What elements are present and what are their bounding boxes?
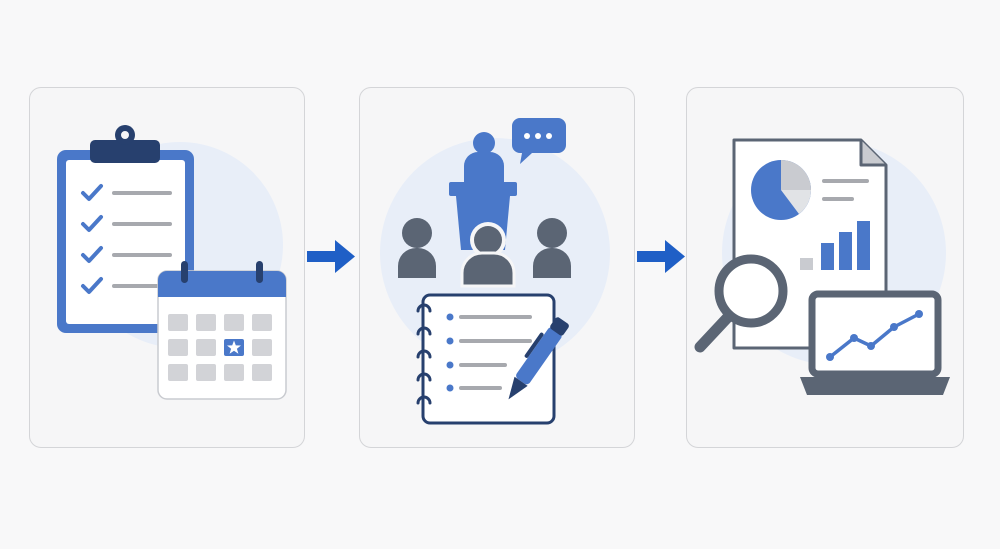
star-icon [227, 340, 241, 354]
step-panel-analysis [686, 87, 964, 448]
line-chart-icon [826, 310, 923, 361]
notebook-line [459, 315, 532, 390]
audience-person-right [533, 218, 571, 278]
bar-chart-icon [800, 221, 870, 270]
calendar-day-cell [168, 314, 272, 381]
presenter-icon [464, 132, 504, 184]
pie-chart-icon [751, 160, 811, 220]
planning-illustration [57, 125, 287, 400]
meeting-illustration [380, 118, 610, 425]
notebook-ring [416, 303, 432, 405]
calendar-icon [157, 261, 287, 400]
arrow-right-icon [637, 240, 685, 273]
step-panel-planning [29, 87, 305, 448]
document-text-line [822, 179, 869, 201]
audience-person-center [460, 222, 516, 288]
checklist-line [112, 191, 172, 288]
checklist-checkmark-icon [81, 184, 103, 294]
magnifier-icon [694, 254, 788, 353]
step-panel-meeting [359, 87, 635, 448]
pen-icon [508, 317, 569, 400]
speech-bubble-icon [512, 118, 566, 164]
arrow-right-icon [307, 240, 355, 273]
analysis-illustration [694, 138, 950, 395]
notebook-icon [416, 293, 556, 425]
notebook-bullet [446, 313, 454, 392]
laptop-icon [800, 290, 950, 395]
audience-person-left [398, 218, 436, 278]
audience-icon [398, 218, 571, 288]
